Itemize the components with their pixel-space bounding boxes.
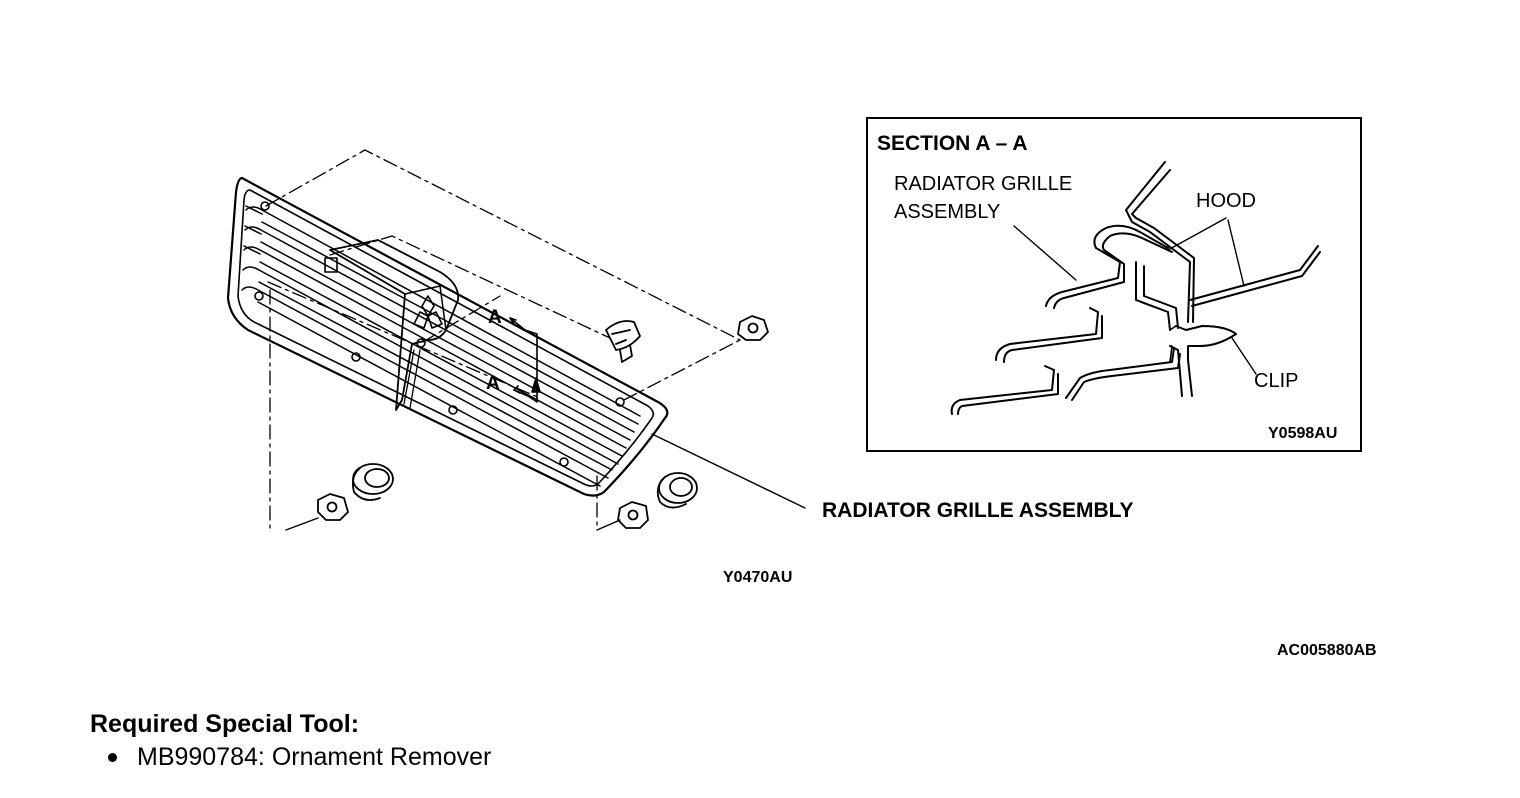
solid-leader-line xyxy=(651,433,806,509)
figure-code-main: Y0470AU xyxy=(723,569,792,586)
inset-label-grille-line1: RADIATOR GRILLE xyxy=(894,173,1072,195)
required-tools-title: Required Special Tool: xyxy=(90,710,360,738)
required-tools-list: MB990784: Ornament Remover xyxy=(90,740,491,774)
inset-label-grille-line2: ASSEMBLY xyxy=(894,201,1000,223)
required-tools-section: Required Special Tool: MB990784: Ornamen… xyxy=(90,708,491,774)
inset-title: SECTION A – A xyxy=(877,132,1028,155)
nut-upper-right xyxy=(737,315,769,341)
tool-item-text: MB990784: Ornament Remover xyxy=(137,743,492,771)
clip-part xyxy=(605,320,641,363)
bullet-icon xyxy=(108,752,117,762)
section-cut-marker xyxy=(509,317,541,403)
document-code: AC005880AB xyxy=(1277,642,1377,659)
grille-section-middle xyxy=(995,307,1103,363)
section-marker-upper: A xyxy=(488,307,502,328)
section-cross-section-drawing xyxy=(950,161,1321,415)
figure-code-inset: Y0598AU xyxy=(1268,425,1337,442)
grille-louvres xyxy=(241,205,641,487)
grommet-lower-left xyxy=(351,463,394,501)
radiator-grille-drawing xyxy=(226,149,806,531)
nut-lower-left xyxy=(317,493,349,521)
inset-label-clip: CLIP xyxy=(1254,370,1298,392)
hood-inner-panel xyxy=(1189,245,1321,307)
tool-item: MB990784: Ornament Remover xyxy=(90,740,491,774)
grille-section-upper xyxy=(1045,224,1173,309)
section-inset-frame xyxy=(866,117,1362,452)
grommet-lower-right xyxy=(656,472,698,509)
phantom-leader-lines xyxy=(265,149,741,531)
mitsubishi-logo-icon xyxy=(413,295,443,329)
label-radiator-grille-assembly: RADIATOR GRILLE ASSEMBLY xyxy=(822,499,1134,522)
nut-lower-right xyxy=(617,501,649,529)
grille-outer-frame xyxy=(226,176,669,497)
inset-label-hood: HOOD xyxy=(1196,190,1256,212)
section-marker-lower: A xyxy=(486,373,500,394)
grille-inner-frame xyxy=(237,189,655,487)
hood-outer-panel xyxy=(1125,161,1195,323)
grille-section-lower xyxy=(950,365,1059,415)
clip-section xyxy=(1169,325,1237,397)
mounting-holes xyxy=(254,201,625,467)
grille-section-clip-arm xyxy=(1065,347,1181,401)
